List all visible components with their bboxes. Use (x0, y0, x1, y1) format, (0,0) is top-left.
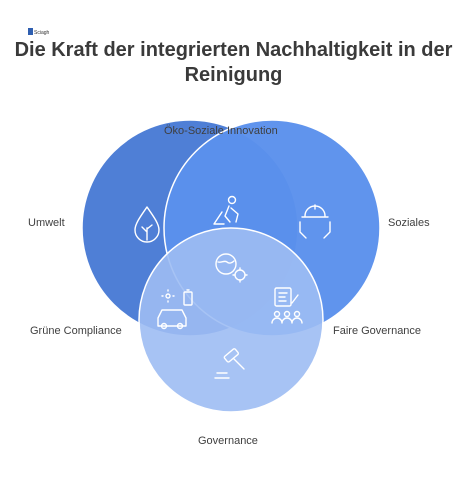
checklist-people-icon (271, 287, 303, 324)
label-umwelt: Umwelt (28, 217, 65, 229)
label-governance: Governance (198, 435, 258, 447)
label-soziales: Soziales (388, 217, 430, 229)
brand-logo: Sciagh (28, 24, 50, 36)
title-line-1: Die Kraft der integrierten Nachhaltigkei… (14, 39, 453, 61)
globe-gear-icon (215, 253, 248, 283)
water-drop-plant-icon (134, 206, 160, 243)
svg-text:Sciagh: Sciagh (34, 30, 50, 36)
page-title: Die Kraft der integrierten Nachhaltigkei… (0, 38, 467, 88)
title-line-2: Reinigung (184, 64, 283, 86)
label-gruene-compliance: Grüne Compliance (30, 325, 122, 337)
gavel-icon (214, 348, 245, 379)
hands-helmet-icon (299, 204, 331, 239)
person-cleaning-icon (213, 195, 239, 225)
label-faire-governance: Faire Governance (333, 325, 422, 337)
car-battery-icon (157, 289, 193, 330)
label-oeko-soziale-innovation: Öko-Soziale Innovation (164, 125, 278, 137)
circle-governance (138, 227, 324, 413)
